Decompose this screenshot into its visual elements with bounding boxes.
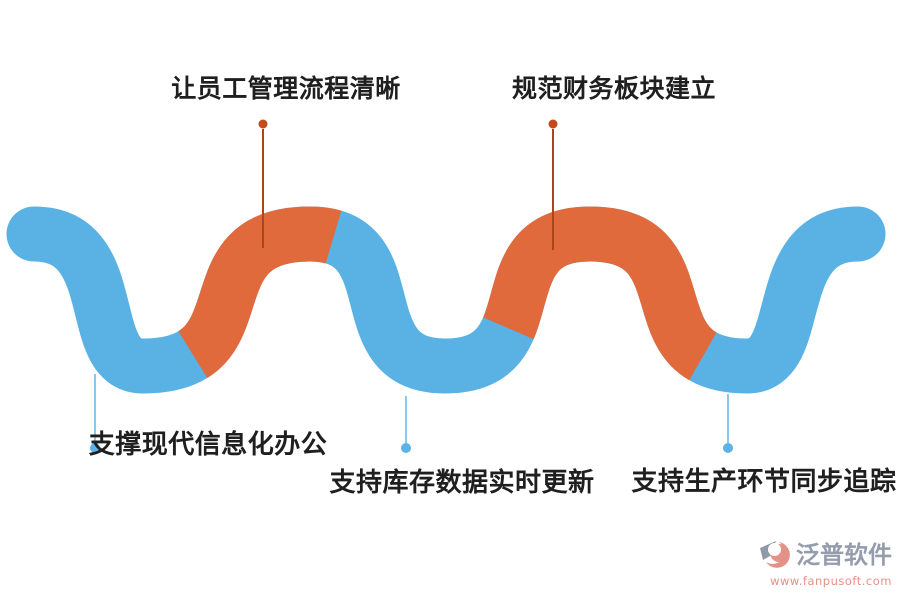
callout-connector-production <box>723 394 733 453</box>
callout-connector-dot <box>548 119 558 129</box>
callout-connector-inventory <box>401 396 411 453</box>
fanpu-logo-crescent <box>766 542 790 568</box>
brand-name: 泛普软件 <box>796 541 892 569</box>
callout-label-modern-office: 支撑现代信息化办公 <box>88 430 328 460</box>
fanpu-logo-moon-cut <box>768 543 781 556</box>
brand-url: www.fanpusoft.com <box>770 574 892 588</box>
callout-connector-dot <box>401 443 411 453</box>
callout-label-employee-management: 让员工管理流程清晰 <box>171 74 401 103</box>
callout-label-inventory-update: 支持库存数据实时更新 <box>329 468 595 498</box>
wave-ribbon-blue <box>6 206 886 394</box>
callout-connector-finance <box>548 119 558 250</box>
callout-connector-dot <box>258 119 268 129</box>
callout-connector-dot <box>90 443 100 453</box>
fanpu-logo-icon <box>760 541 790 568</box>
brand-watermark: 泛普软件 www.fanpusoft.com <box>758 538 892 588</box>
callout-connector-dot <box>723 443 733 453</box>
callout-label-production-tracking: 支持生产环节同步追踪 <box>631 467 897 497</box>
callout-label-finance-module: 规范财务板块建立 <box>511 74 717 103</box>
callout-connector-office <box>90 374 100 453</box>
callout-connector-employee <box>258 119 268 248</box>
